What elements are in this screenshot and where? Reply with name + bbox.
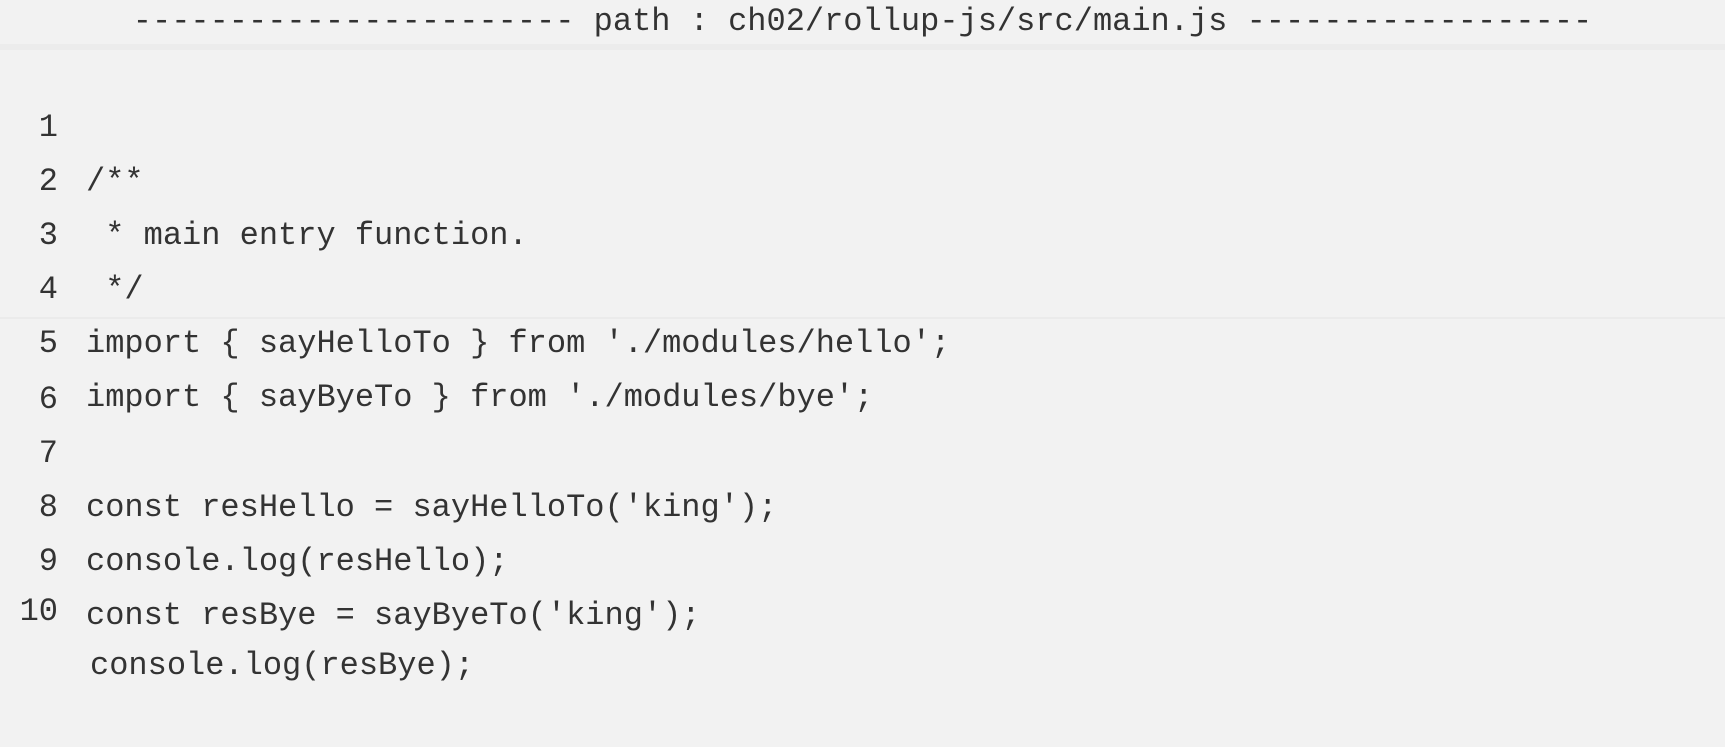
code-text: console.log(resBye); <box>90 647 475 684</box>
line-number: 2 <box>38 163 58 200</box>
code-line-9: 9 const resBye = sayByeTo('king'); <box>0 481 1725 634</box>
code-line-5: 5 import { sayByeTo } from './modules/by… <box>0 263 1725 416</box>
code-line-8: 8 console.log(resHello); <box>0 427 1725 580</box>
line-number: 7 <box>38 435 58 472</box>
code-text: console.log(resHello); <box>86 543 509 580</box>
code-line-3: 3 */ <box>0 155 1725 308</box>
code-line-1: 1 /** <box>0 47 1725 200</box>
code-text: import { sayHelloTo } from './modules/he… <box>86 325 951 362</box>
line-number: 9 <box>38 543 58 580</box>
code-text: */ <box>86 271 144 308</box>
line-number: 8 <box>38 489 58 526</box>
code-line-2: 2 * main entry function. <box>0 101 1725 254</box>
row-divider <box>0 317 1725 319</box>
file-path-header: ----------------------- path : ch02/roll… <box>132 3 1593 40</box>
code-line-7: 7 const resHello = sayHelloTo('king'); <box>0 373 1725 526</box>
line-number: 3 <box>38 217 58 254</box>
code-listing: ----------------------- path : ch02/roll… <box>0 3 1725 684</box>
code-line-10: 10 console.log(resBye); <box>0 531 1725 684</box>
code-text: /** <box>86 163 144 200</box>
line-number: 1 <box>38 109 58 146</box>
code-line-4: 4 import { sayHelloTo } from './modules/… <box>0 209 1725 362</box>
code-text: const resBye = sayByeTo('king'); <box>86 597 701 634</box>
line-number: 4 <box>38 271 58 308</box>
line-number: 10 <box>19 593 58 630</box>
code-line-6: 6 <box>0 319 1725 418</box>
code-text: * main entry function. <box>86 217 528 254</box>
line-number: 6 <box>38 381 58 418</box>
code-text: import { sayByeTo } from './modules/bye'… <box>86 379 874 416</box>
code-text: const resHello = sayHelloTo('king'); <box>86 489 778 526</box>
line-number: 5 <box>38 325 58 362</box>
header-divider <box>0 44 1725 50</box>
